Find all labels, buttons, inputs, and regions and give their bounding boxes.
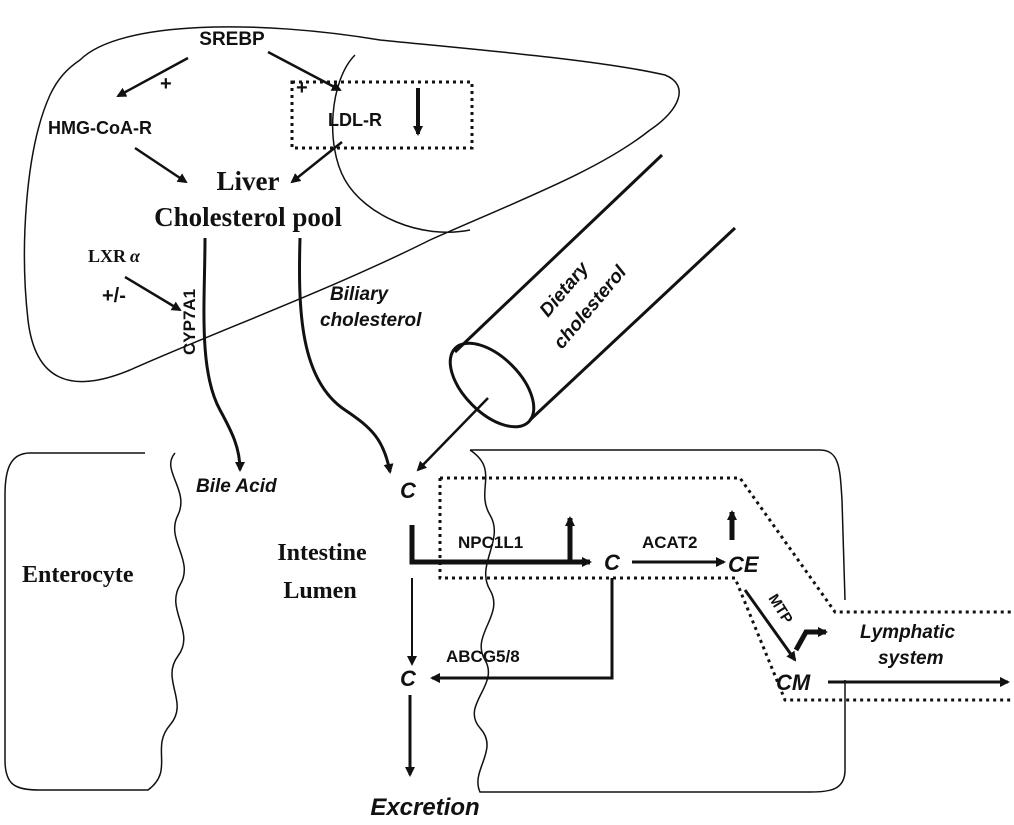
label-biliary-1: Biliary [330,284,390,305]
label-cyp: CYP7A1 [180,289,199,355]
label-enterocyte: Enterocyte [22,562,134,588]
label-c-top: C [400,478,417,503]
pathway-dotted-upper [440,478,1014,612]
label-intestine: Intestine [277,540,367,566]
enterocyte-left-outline [5,453,184,790]
liver-lobe-line [333,55,470,232]
label-c-low: C [400,666,417,691]
label-lymph-2: system [878,648,944,669]
label-plus-left: + [160,73,172,95]
label-lumen: Lumen [283,578,356,604]
label-liver: Liver [217,166,280,196]
label-plusminus: +/- [102,285,126,307]
label-excretion: Excretion [370,794,479,821]
label-plus-right: + [296,77,308,99]
label-ce: CE [728,552,760,577]
label-ldlr: LDL-R [328,110,382,130]
label-npc1l1: NPC1L1 [458,533,523,552]
label-bile-acid: Bile Acid [196,476,277,497]
arrow-mtp-up [796,632,826,650]
label-lymph-1: Lymphatic [860,622,955,643]
label-acat2: ACAT2 [642,533,697,552]
label-abcg: ABCG5/8 [446,647,520,666]
ldlr-box [292,82,472,148]
label-hmg: HMG-CoA-R [48,118,152,138]
label-cm: CM [776,670,811,695]
arrow-biliary [300,238,390,472]
label-c-mid: C [604,550,621,575]
arrow-dietary [418,398,488,470]
label-pool: Cholesterol pool [154,202,342,232]
label-biliary-2: cholesterol [320,310,422,331]
arrow-hmg-liver [135,148,186,182]
arrow-bile-acid [204,238,240,470]
arrow-srebp-hmg [118,58,188,96]
arrow-lxr-cyp [125,277,180,310]
label-srebp: SREBP [199,29,265,50]
